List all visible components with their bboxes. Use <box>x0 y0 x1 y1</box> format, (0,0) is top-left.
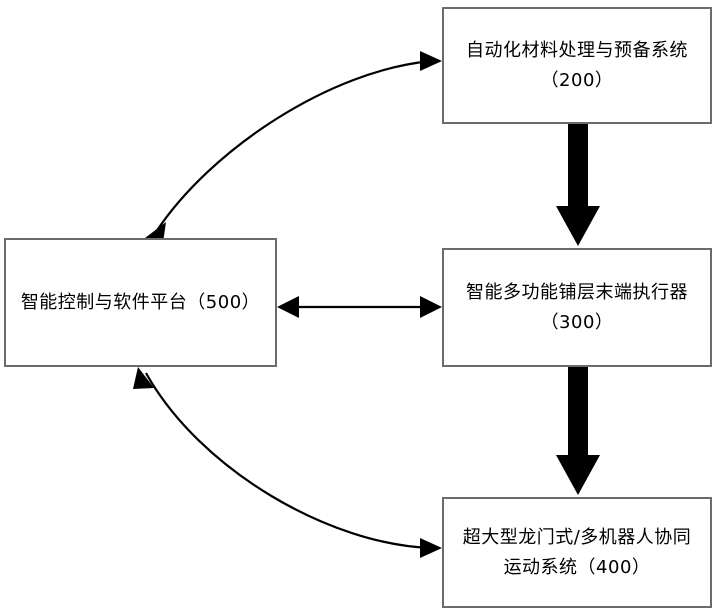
node-gantry-motion-system-label: 超大型龙门式/多机器人协同 运动系统（400） <box>462 526 692 578</box>
node-layup-end-effector[interactable]: 智能多功能铺层末端执行器 （300） <box>442 248 712 367</box>
edge-control-platform-to-material-system <box>145 51 442 243</box>
edge-end-effector-to-motion-system <box>556 367 600 495</box>
edge-control-platform-to-motion-system <box>133 367 442 558</box>
edge-control-platform-to-end-effector <box>277 296 442 318</box>
node-material-handling-system[interactable]: 自动化材料处理与预备系统 （200） <box>442 7 712 124</box>
node-gantry-motion-system[interactable]: 超大型龙门式/多机器人协同 运动系统（400） <box>442 497 712 608</box>
node-layup-end-effector-label: 智能多功能铺层末端执行器 （300） <box>466 281 688 333</box>
node-control-platform[interactable]: 智能控制与软件平台（500） <box>4 238 277 367</box>
node-material-handling-system-label: 自动化材料处理与预备系统 （200） <box>466 39 688 91</box>
edge-material-system-to-end-effector <box>556 124 600 246</box>
node-control-platform-label: 智能控制与软件平台（500） <box>20 291 261 313</box>
